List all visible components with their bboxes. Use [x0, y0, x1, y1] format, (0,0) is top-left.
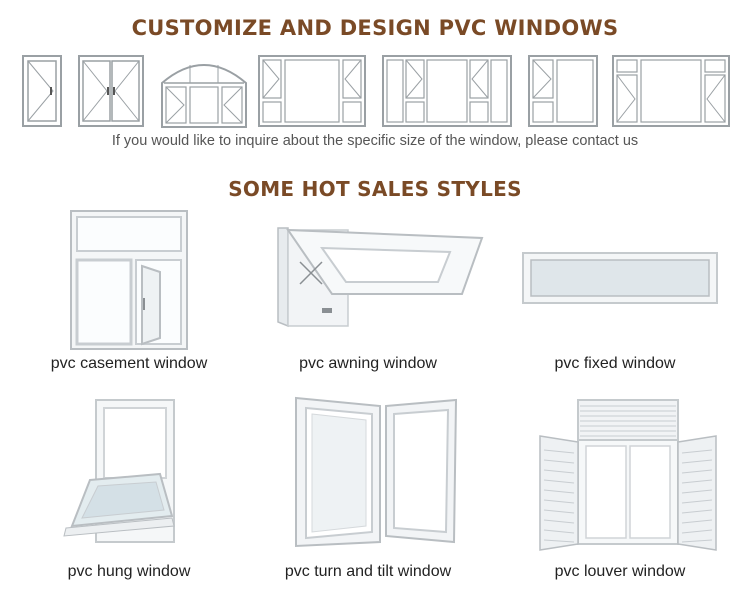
diagram-double-casement: [78, 55, 144, 127]
page-title: CUSTOMIZE AND DESIGN PVC WINDOWS: [131, 16, 619, 40]
product-label: pvc awning window: [299, 355, 437, 372]
hung-window-icon: [63, 399, 175, 543]
diagram-transom-combination: [612, 55, 730, 127]
turn-tilt-window-icon: [295, 396, 458, 548]
product-label: pvc fixed window: [554, 355, 676, 372]
diagram-single-casement: [22, 55, 62, 127]
product-label: pvc casement window: [50, 355, 208, 372]
product-label: pvc turn and tilt window: [284, 563, 452, 580]
louver-window-icon: [539, 399, 717, 551]
product-label: pvc hung window: [67, 563, 191, 580]
casement-window-icon: [70, 210, 188, 350]
diagram-casement-fixed: [528, 55, 598, 127]
fixed-window-icon: [522, 252, 718, 304]
diagram-fixed-with-casement: [258, 55, 366, 127]
hot-sales-title: SOME HOT SALES STYLES: [228, 177, 522, 201]
awning-window-icon: [277, 227, 484, 328]
product-label: pvc louver window: [554, 563, 686, 580]
diagram-wide-combination: [382, 55, 512, 127]
inquiry-note: If you would like to inquire about the s…: [111, 133, 639, 149]
diagram-arched-window: [161, 64, 247, 128]
